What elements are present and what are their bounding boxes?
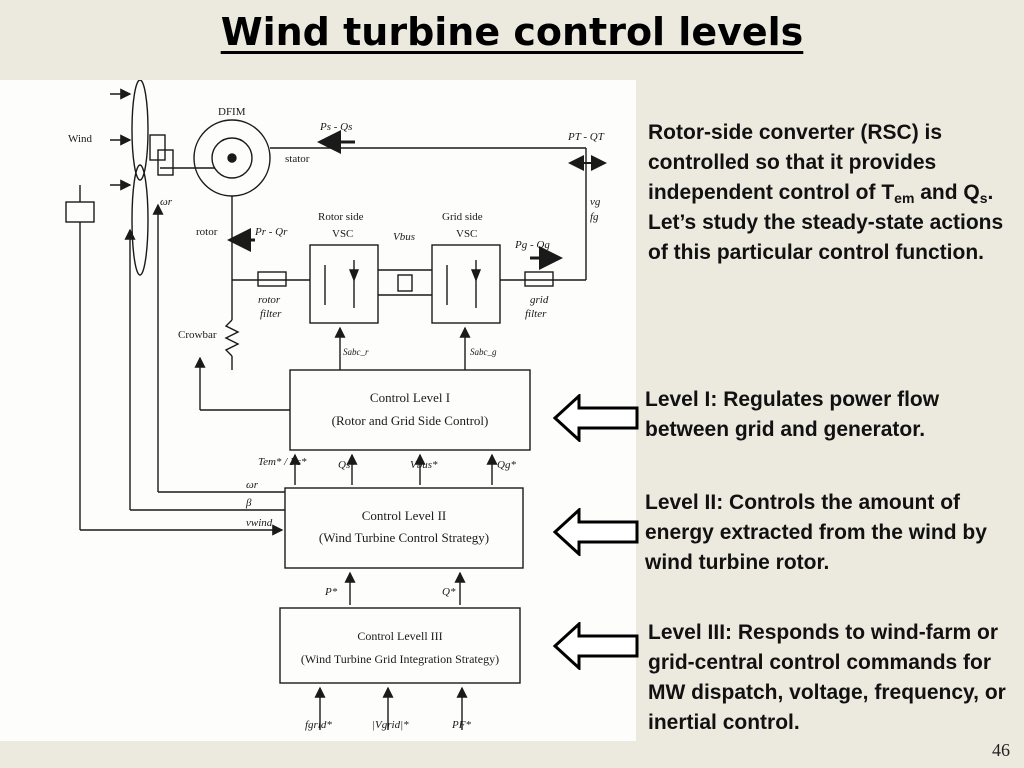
- control-diagram-svg: Wind DFIM Ps - Qs stator PT - QT vg fg ω…: [65, 80, 607, 731]
- crowbar-resistor: [224, 319, 240, 357]
- level-2-arrow-icon: [553, 508, 639, 556]
- beta-label: β: [245, 497, 252, 509]
- rotor-filter-label-1: rotor: [258, 294, 281, 306]
- pg-qg-label: Pg - Qg: [514, 239, 550, 251]
- stator-label: stator: [285, 153, 310, 165]
- vbus-label: Vbus: [393, 231, 415, 243]
- level-2-title: Control Level II: [362, 508, 446, 523]
- grid-filter: [524, 271, 554, 287]
- pf-star-label: PF*: [451, 719, 471, 731]
- rotor-label: rotor: [196, 226, 218, 238]
- rotor-filter: [257, 271, 287, 287]
- dfim-label: DFIM: [218, 106, 246, 118]
- fgrid-star-label: fgrid*: [305, 719, 332, 731]
- sabc-g-label: Sabc_g: [470, 347, 497, 357]
- rotor-filter-label-2: filter: [260, 308, 282, 320]
- control-level-3-box: [279, 607, 521, 684]
- crowbar-label: Crowbar: [178, 329, 217, 341]
- rsc-subscript-s: s: [979, 190, 988, 206]
- turbine-blade-lower: [131, 164, 149, 276]
- rsc-text-part2: and Q: [914, 181, 980, 204]
- anemometer: [65, 201, 95, 223]
- vsc2-label: VSC: [456, 228, 477, 240]
- qg-star-label: Qg*: [497, 459, 516, 471]
- vwind-label: vwind: [246, 517, 273, 529]
- level-2-description: Level II: Controls the amount of energy …: [645, 491, 987, 574]
- fg-label: fg: [590, 211, 599, 223]
- vg-label: vg: [590, 196, 601, 208]
- q-star-label: Q*: [442, 586, 456, 598]
- vbus-star-label: Vbus*: [410, 459, 438, 471]
- level-1-title: Control Level I: [370, 390, 450, 405]
- slide-title: Wind turbine control levels: [220, 10, 804, 54]
- control-diagram: Wind DFIM Ps - Qs stator PT - QT vg fg ω…: [0, 80, 636, 741]
- grid-side-label: Grid side: [442, 211, 483, 223]
- turbine-blade-upper: [131, 80, 149, 181]
- p-star-label: P*: [324, 586, 338, 598]
- grid-side-vsc: [431, 244, 501, 324]
- level-1-description: Level I: Regulates power flow between gr…: [645, 388, 940, 441]
- level-3-description: Level III: Responds to wind-farm or grid…: [648, 621, 1006, 734]
- ps-qs-label: Ps - Qs: [319, 121, 352, 133]
- rsc-description: Rotor-side converter (RSC) is controlled…: [648, 118, 1018, 268]
- level-3-title: Control Levell III: [357, 629, 442, 643]
- rotor-side-vsc: [309, 244, 379, 324]
- control-level-2-box: [284, 487, 524, 569]
- level-1-arrow-icon: [553, 394, 639, 442]
- grid-filter-label-2: filter: [525, 308, 547, 320]
- pt-qt-label: PT - QT: [567, 131, 605, 143]
- rotor-side-label: Rotor side: [318, 211, 364, 223]
- grid-filter-label-1: grid: [530, 294, 549, 306]
- wind-label: Wind: [68, 133, 92, 145]
- level-3-subtitle: (Wind Turbine Grid Integration Strategy): [301, 652, 499, 666]
- sabc-r-label: Sabc_r: [343, 347, 369, 357]
- tem-ps-label: Tem* / Ps*: [258, 456, 307, 468]
- pr-qr-label: Pr - Qr: [254, 226, 288, 238]
- omega-r-label: ωr: [160, 196, 173, 208]
- dc-link-capacitor: [397, 274, 413, 292]
- level-3-arrow-icon: [553, 622, 639, 670]
- rsc-text-part1: Rotor-side converter (RSC) is controlled…: [648, 121, 943, 204]
- control-level-1-box: [289, 369, 531, 451]
- page-number: 46: [992, 740, 1010, 760]
- level-1-subtitle: (Rotor and Grid Side Control): [332, 413, 489, 428]
- omega-r-label-2: ωr: [246, 479, 259, 491]
- rsc-subscript-em: em: [894, 190, 915, 206]
- rsc-text-part3: . Let’s study the steady-state actions o…: [648, 181, 1004, 264]
- vsc1-label: VSC: [332, 228, 353, 240]
- vgrid-star-label: |Vgrid|*: [372, 719, 409, 731]
- level-2-subtitle: (Wind Turbine Control Strategy): [319, 530, 489, 545]
- qs-star-label: Qs*: [338, 459, 356, 471]
